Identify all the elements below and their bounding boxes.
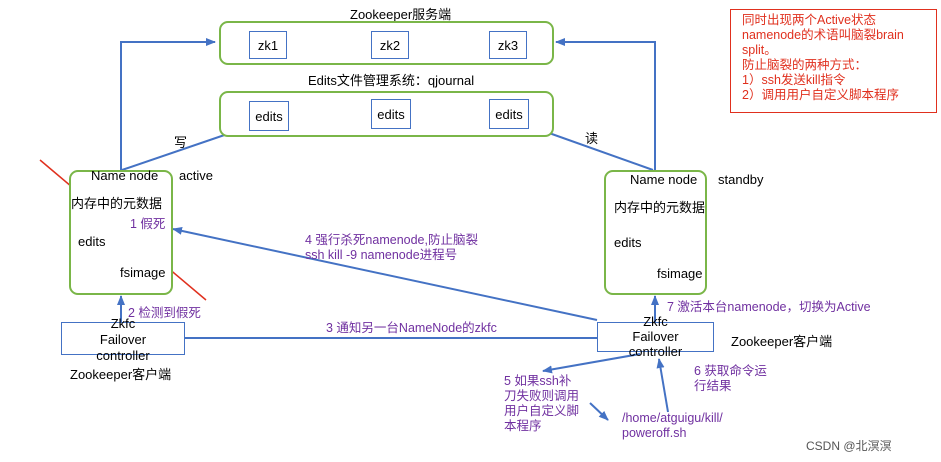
step6-line2: 行结果 (694, 379, 732, 393)
step4-line1: 4 强行杀死namenode,防止脑裂 (305, 233, 478, 247)
script-path-line2: poweroff.sh (622, 426, 687, 440)
zkfc-right-line2: Failover (632, 329, 679, 344)
arrow-standby-to-zk (555, 38, 656, 170)
namenode-standby (604, 170, 707, 295)
brain-split-note (730, 9, 937, 113)
qjournal-box: edits edits edits (219, 91, 554, 137)
arrow-active-to-zk (120, 38, 216, 170)
zkfc-left-line1: Zkfc (110, 316, 136, 331)
note-text: 同时出现两个Active状态 namenode的术语叫脑裂brain split… (742, 13, 904, 103)
step3-label: 3 通知另一台NameNode的zkfc (326, 321, 497, 335)
zk2-node: zk2 (371, 31, 409, 59)
step6-line1: 6 获取命令运 (694, 364, 767, 378)
qjournal-title: Edits文件管理系统：qjournal (308, 73, 475, 88)
edits-node-2: edits (371, 99, 411, 129)
step6-label: 6 获取命令运 行结果 (694, 364, 767, 394)
script-path: /home/atguigu/kill/ poweroff.sh (622, 411, 723, 441)
note-line3: split。 (742, 43, 777, 57)
namenode-active-edits: edits (78, 234, 106, 249)
zkfc-right (597, 322, 714, 352)
namenode-standby-state: standby (718, 172, 764, 187)
note-line2: namenode的术语叫脑裂brain (742, 28, 904, 42)
namenode-standby-meta: 内存中的元数据 (614, 200, 706, 215)
step5-line2: 刀失败则调用 (504, 389, 580, 403)
zkfc-left-line2: Failover (99, 332, 147, 347)
namenode-active-fsimage: fsimage (120, 265, 166, 280)
watermark: CSDN @北溟溟 (806, 439, 892, 453)
step4-line2: ssh kill -9 namenode进程号 (305, 248, 458, 262)
arrow-step4 (172, 226, 598, 321)
namenode-active-state: active (179, 168, 213, 183)
namenode-active (69, 170, 173, 295)
zkfc-left-text: Zkfc Failover controller (60, 316, 186, 364)
script-path-line1: /home/atguigu/kill/ (622, 411, 723, 425)
namenode-standby-fsimage: fsimage (657, 266, 703, 281)
write-label: 写 (174, 135, 188, 150)
zkfc-left-client-label: Zookeeper客户端 (70, 367, 172, 382)
edits-node-1: edits (249, 101, 289, 131)
zkfc-right-client-label: Zookeeper客户端 (731, 334, 833, 349)
zkfc-left-line3: controller (96, 348, 150, 363)
arrow-to-script (589, 402, 609, 421)
edits-node-3: edits (489, 99, 529, 129)
zk-cluster-title: Zookeeper服务端 (350, 7, 452, 22)
zkfc-right-text: Zkfc Failover controller (597, 314, 714, 359)
read-label: 读 (585, 131, 599, 146)
line-read (534, 127, 654, 171)
arrow-step6 (656, 358, 669, 413)
namenode-standby-edits: edits (614, 235, 642, 250)
note-line5: 1）ssh发送kill指令 (742, 73, 846, 87)
note-line6: 2）调用用户自定义脚本程序 (742, 88, 899, 102)
zkfc-right-line1: Zkfc (643, 314, 668, 329)
step1-label: 1 假死 (130, 217, 166, 231)
step5-line4: 本程序 (504, 419, 542, 433)
step7-label: 7 激活本台namenode，切换为Active (667, 300, 871, 314)
zkfc-right-line3: controller (628, 344, 683, 359)
namenode-active-meta: 内存中的元数据 (71, 196, 163, 211)
namenode-active-title: Name node (91, 168, 159, 183)
note-line1: 同时出现两个Active状态 (742, 13, 877, 27)
zk1-node: zk1 (249, 31, 287, 59)
zkfc-left (61, 322, 185, 355)
arrow-step5 (542, 353, 641, 374)
step2-label: 2 检测到假死 (128, 306, 201, 320)
zk3-node: zk3 (489, 31, 527, 59)
step5-line3: 用户自定义脚 (504, 404, 580, 418)
step5-label: 5 如果ssh补 刀失败则调用 用户自定义脚 本程序 (504, 374, 579, 434)
step5-line1: 5 如果ssh补 (504, 374, 572, 388)
namenode-standby-title: Name node (630, 172, 698, 187)
note-line4: 防止脑裂的两种方式： (742, 58, 868, 72)
zk-cluster: zk1 zk2 zk3 (219, 21, 554, 65)
